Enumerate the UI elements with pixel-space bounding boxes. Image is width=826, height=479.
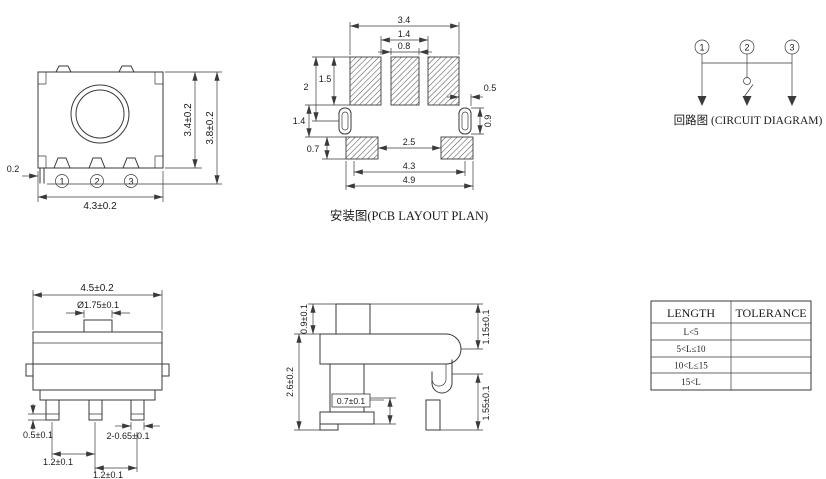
circuit-pin-3-label: 3 bbox=[789, 43, 794, 53]
pin-2-circle bbox=[90, 174, 104, 188]
dim-cover-height: 1.15±0.1 bbox=[481, 310, 491, 345]
front-elevation-dimensions: 4.5±0.2 Ø1.75±0.1 0.5±0.1 2-0.65±0.1 1.2… bbox=[23, 283, 163, 479]
switch-lever bbox=[743, 84, 754, 98]
leg-2 bbox=[88, 399, 103, 421]
dim-leg-height: 1.55±0.1 bbox=[481, 386, 491, 421]
pin-markers: 1 2 3 bbox=[55, 174, 138, 188]
pcb-pad-bottom-left bbox=[345, 136, 379, 160]
side-profile-view: 0.9±0.1 2.6±0.2 1.15±0.1 1.55±0.1 0.7±0.… bbox=[285, 303, 491, 431]
dim-side-pad-height: 0.9 bbox=[483, 115, 493, 128]
lower-body bbox=[32, 363, 163, 391]
tolerance-table: LENGTH TOLERANCE L<5 5<L≤10 10<L≤15 15<L bbox=[650, 300, 812, 391]
top-bosses bbox=[55, 65, 135, 73]
table-row-3-length: 15<L bbox=[681, 377, 701, 387]
pcb-pad-top-right bbox=[427, 56, 460, 106]
pin-3-circle bbox=[124, 174, 138, 188]
dim-center-pad-width: 0.8 bbox=[398, 41, 411, 51]
profile-button bbox=[335, 303, 371, 335]
dim-foot-height: 0.5±0.1 bbox=[23, 430, 53, 440]
dim-bottom-span-inner: 4.3 bbox=[403, 161, 416, 171]
dim-body-height: 3.4±0.2 bbox=[183, 103, 194, 137]
leg-3 bbox=[130, 399, 145, 421]
pcb-pad-bottom-right bbox=[440, 136, 474, 160]
switch-body-outline bbox=[37, 71, 164, 169]
dim-bottom-span-outer: 4.9 bbox=[403, 175, 416, 185]
side-lead-lines bbox=[39, 167, 45, 184]
pcb-caption: 安装图(PCB LAYOUT PLAN) bbox=[330, 208, 488, 223]
left-tab bbox=[25, 363, 34, 377]
leg-1 bbox=[45, 399, 60, 421]
switch-contact-circle bbox=[743, 77, 751, 85]
dim-side-pad-width: 0.5 bbox=[484, 83, 497, 93]
dim-bottom-gap: 2.5 bbox=[403, 137, 416, 147]
button-outer-circle bbox=[70, 84, 130, 144]
pin-2-label: 2 bbox=[94, 177, 99, 187]
profile-clip-outer bbox=[431, 359, 453, 394]
top-view-dimensions: 3.4±0.2 3.8±0.2 4.3±0.2 0.2 bbox=[7, 71, 222, 212]
pcb-slot-right-inner bbox=[461, 111, 469, 131]
table-header-length: LENGTH bbox=[667, 306, 715, 320]
profile-foot-lip bbox=[319, 423, 339, 431]
circuit-pin-2-label: 2 bbox=[744, 43, 749, 53]
dim-pitch-right: 1.2±0.1 bbox=[93, 470, 123, 479]
dim-bottom-pad-height: 0.7 bbox=[307, 144, 320, 154]
pcb-slot-left-inner bbox=[341, 111, 349, 131]
pcb-pad-top-left bbox=[349, 56, 382, 106]
dim-pad-height-outer: 2 bbox=[303, 82, 308, 92]
contact-arrow-2 bbox=[742, 96, 752, 106]
button-stem bbox=[83, 319, 113, 333]
corner-steps bbox=[38, 72, 163, 168]
profile-cover bbox=[319, 333, 462, 365]
circuit-pin-1-label: 1 bbox=[699, 43, 704, 53]
dim-top-gap: 1.4 bbox=[398, 29, 411, 39]
dim-top-span: 3.4 bbox=[398, 15, 411, 25]
dim-mid-gap: 1.4 bbox=[293, 116, 306, 126]
front-elevation-view: 4.5±0.2 Ø1.75±0.1 0.5±0.1 2-0.65±0.1 1.2… bbox=[23, 283, 170, 479]
right-tab bbox=[161, 363, 170, 377]
pin-1-circle bbox=[55, 174, 69, 188]
profile-rear-leg bbox=[425, 399, 441, 431]
table-gridlines bbox=[651, 301, 811, 390]
table-header-tolerance: TOLERANCE bbox=[735, 306, 806, 320]
pin-3-label: 3 bbox=[128, 177, 133, 187]
circuit-wires bbox=[701, 54, 793, 96]
dim-leg-width: 2-0.65±0.1 bbox=[107, 431, 150, 441]
table-row-2-length: 10<L≤15 bbox=[674, 361, 708, 371]
pcb-dimensions: 3.4 1.4 0.8 2 1.5 0.5 0.9 1.4 0.7 2.5 4.… bbox=[293, 15, 497, 190]
dim-profile-body-height: 2.6±0.2 bbox=[285, 367, 295, 397]
dim-pad-height: 1.5 bbox=[319, 74, 332, 84]
circuit-diagram-view: 1 2 3 回路图 (CIRCUIT DIAGRAM) bbox=[674, 39, 823, 127]
base bbox=[39, 389, 156, 401]
dim-lead: 0.2 bbox=[7, 164, 20, 174]
cover bbox=[32, 331, 163, 365]
profile-foot bbox=[319, 411, 375, 425]
top-view: 1 2 3 3.4±0.2 3.8±0.2 4.3±0.2 0.2 bbox=[7, 65, 222, 212]
dim-overall-width: 4.5±0.2 bbox=[80, 283, 114, 294]
circuit-caption: 回路图 (CIRCUIT DIAGRAM) bbox=[674, 113, 823, 127]
table-row-0-length: L<5 bbox=[683, 327, 699, 337]
contact-arrow-1 bbox=[697, 96, 707, 106]
profile-clip-inner bbox=[431, 364, 447, 387]
terminal-dimples bbox=[53, 157, 140, 169]
pin-1-label: 1 bbox=[59, 177, 64, 187]
table-row-1-length: 5<L≤10 bbox=[676, 344, 706, 354]
side-profile-dimensions: 0.9±0.1 2.6±0.2 1.15±0.1 1.55±0.1 0.7±0.… bbox=[285, 303, 491, 431]
dim-step: 0.7±0.1 bbox=[337, 396, 366, 406]
pcb-slot-right bbox=[458, 107, 472, 135]
contact-arrow-3 bbox=[787, 96, 797, 106]
pcb-pad-top-center bbox=[390, 56, 420, 106]
dim-width: 4.3±0.2 bbox=[83, 201, 117, 212]
button-inner-circle bbox=[75, 89, 125, 139]
pcb-layout-view: 3.4 1.4 0.8 2 1.5 0.5 0.9 1.4 0.7 2.5 4.… bbox=[293, 15, 497, 223]
dim-button-height: 0.9±0.1 bbox=[299, 304, 309, 334]
dim-pitch-left: 1.2±0.1 bbox=[43, 457, 73, 467]
step-dim-box bbox=[331, 393, 371, 408]
dim-button-diameter: Ø1.75±0.1 bbox=[77, 300, 119, 310]
dim-total-height: 3.8±0.2 bbox=[205, 111, 216, 145]
